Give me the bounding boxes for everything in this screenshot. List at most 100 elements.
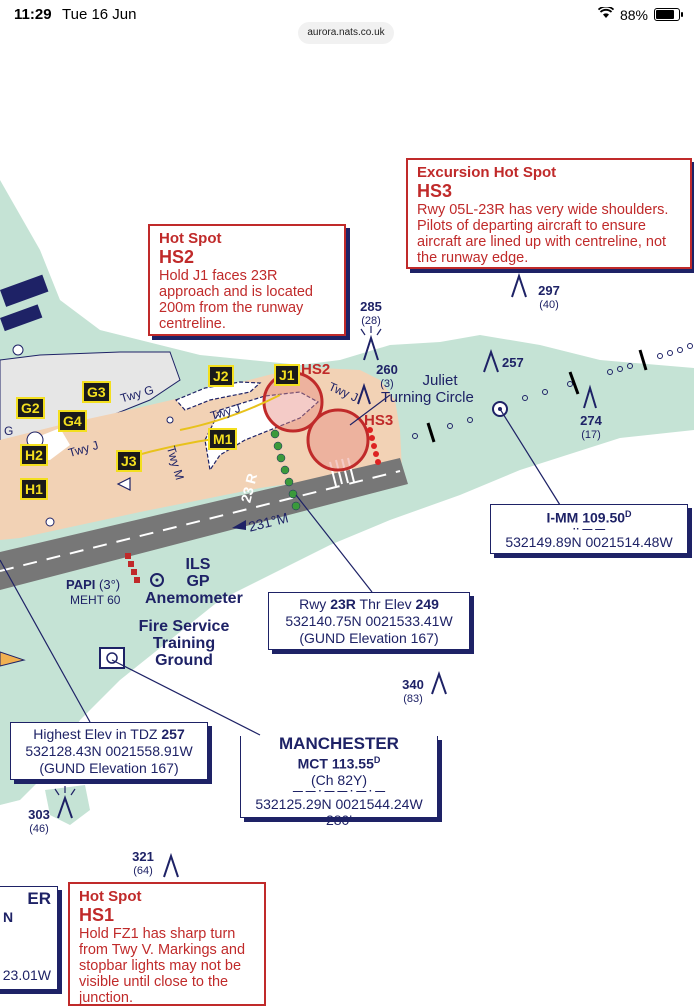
obstacle-elev: 257	[502, 355, 524, 370]
thr23r-coords: 532140.75N 0021533.41W	[285, 613, 453, 629]
obstacle-agl: (40)	[539, 299, 559, 311]
partial-coords: 23.01W	[2, 967, 51, 983]
hotspot-hs3-box[interactable]: Excursion Hot Spot HS3 Rwy 05L-23R has v…	[406, 158, 692, 269]
taxiway-sign-label: G3	[82, 381, 111, 403]
fire-training-label: Fire Service Training Ground	[130, 618, 238, 669]
wind-sock-marker	[0, 651, 26, 667]
leader-lines	[0, 394, 561, 736]
ils-label: ILS	[185, 556, 211, 573]
status-time: 11:29	[14, 6, 52, 23]
green-lights	[270, 429, 301, 511]
papi-label: PAPI (3°)	[66, 577, 120, 592]
taxiway-sign-label: J1	[274, 364, 300, 386]
mct-bearing: 280'	[325, 811, 353, 828]
runway-05l-23r	[0, 458, 408, 590]
hotspot-hs1-line: Hold FZ1 has sharp turn	[79, 926, 236, 942]
mct-info-box[interactable]: MANCHESTER MCT 113.55D (Ch 82Y) — — · — …	[240, 735, 438, 828]
meht-label: MEHT 60	[70, 593, 121, 607]
anemometer-label: Anemometer	[145, 590, 243, 607]
taxiway-sign-label: G4	[58, 410, 87, 432]
taxiway-sign[interactable]: H2	[20, 444, 48, 466]
lit-obstacle-rays	[54, 326, 382, 796]
obstacle-agl: (46)	[29, 823, 49, 835]
hotspot-hs1-line: junction.	[79, 990, 134, 1006]
hotspot-hs2-line: Hold J1 faces 23R	[159, 268, 278, 284]
hotspot-hs2-box[interactable]: Hot Spot HS2 Hold J1 faces 23R approach …	[148, 224, 346, 336]
obstacle-elev: 260	[376, 362, 398, 377]
obstacle-symbols	[57, 272, 597, 878]
hotspot-hs1-line: visible until close to the	[79, 974, 229, 990]
url-text: aurora.nats.co.uk	[307, 27, 385, 38]
hotspot-hs1-title: Hot Spot	[79, 888, 142, 905]
obstacle-agl: (64)	[133, 865, 153, 877]
hotspot-hs1-line: from Twy V. Markings and	[79, 942, 246, 958]
mct-coords: 532125.29N 0021544.24W	[255, 795, 423, 812]
obstacle-label: 297(40)	[534, 284, 564, 312]
hotspot-hs2-line: centreline.	[159, 316, 226, 332]
thr23r-info-box[interactable]: Rwy 23R Thr Elev 249 532140.75N 0021533.…	[268, 592, 470, 650]
partial-info-box[interactable]: ER N 23.01W	[0, 886, 58, 990]
status-bar: 11:29 Tue 16 Jun 88%	[0, 0, 694, 28]
taxiway-sign[interactable]: G3	[82, 381, 111, 403]
battery-fill	[656, 10, 674, 19]
papi-angle: (3°)	[99, 577, 121, 592]
taxiway-sign[interactable]: H1	[20, 478, 48, 500]
tdz-info-box[interactable]: Highest Elev in TDZ 257 532128.43N 00215…	[10, 722, 208, 780]
ils-gp-dot	[155, 578, 159, 582]
url-bar[interactable]: aurora.nats.co.uk	[298, 22, 394, 44]
obstacle-elev: 297	[538, 283, 560, 298]
mct-vor-symbol[interactable]	[99, 647, 125, 669]
gp-label: GP	[186, 573, 210, 590]
taxiway-sign[interactable]: J3	[116, 450, 142, 472]
taxiway-sign[interactable]: J1	[274, 364, 300, 386]
hotspot-hs3-line: Pilots of departing aircraft to ensure	[417, 218, 646, 234]
status-date: Tue 16 Jun	[62, 6, 137, 23]
taxiway-sign[interactable]: G2	[16, 397, 45, 419]
papi-lights	[125, 553, 140, 583]
obstacle-label: 274(17)	[576, 414, 606, 442]
runway-centreline	[0, 470, 401, 572]
battery-icon	[654, 8, 683, 21]
hotspot-hs1-id: HS1	[79, 905, 115, 925]
hs3-map-label: HS3	[364, 412, 394, 429]
obstacle-label: 340(83)	[398, 678, 428, 706]
hotspot-hs1-box[interactable]: Hot Spot HS1 Hold FZ1 has sharp turn fro…	[68, 882, 266, 1006]
hotspot-hs3-circle[interactable]	[306, 408, 370, 472]
ils-gp-symbol[interactable]	[150, 573, 164, 587]
obstacle-elev: 321	[132, 849, 154, 864]
fire-label-1: Fire Service	[138, 618, 230, 635]
obstacle-label: 303(46)	[24, 808, 54, 836]
obstacle-elev: 274	[580, 413, 602, 428]
hotspot-hs2-title: Hot Spot	[159, 230, 222, 247]
wifi-icon	[597, 5, 615, 23]
battery-percent: 88%	[619, 6, 648, 23]
hotspot-hs2-line: 200m from the runway	[159, 300, 304, 316]
approach-lights	[412, 343, 693, 439]
mct-name: MANCHESTER	[275, 735, 403, 752]
obstacle-elev: 285	[360, 299, 382, 314]
status-right: 88%	[597, 5, 683, 23]
juliet-label: Juliet	[422, 372, 458, 389]
obstacle-agl: (17)	[581, 429, 601, 441]
thr23r-rwy: 23R	[330, 596, 356, 612]
imm-info-box[interactable]: I-MM 109.50D ·· — — 532149.89N 0021514.4…	[490, 504, 688, 554]
fire-label-2: Training	[152, 635, 216, 652]
hotspot-hs3-line: the runway edge.	[417, 250, 529, 266]
taxi-lines	[179, 394, 281, 431]
imm-coords: 532149.89N 0021514.48W	[505, 533, 673, 550]
taxiway-sign[interactable]: G4	[58, 410, 87, 432]
taxiway-island	[204, 391, 320, 472]
hotspot-hs1-line: stopbar lights may not be	[79, 958, 242, 974]
thr23r-mid: Thr Elev	[355, 596, 416, 612]
imm-title: I-MM 109.50	[546, 509, 626, 526]
taxiway-sign[interactable]: J2	[208, 365, 234, 387]
approach-bars	[426, 349, 648, 443]
taxiway-sign-label: H1	[20, 478, 48, 500]
mct-morse: — — · — — · — · —	[292, 785, 386, 797]
taxiway-sign[interactable]: M1	[208, 428, 238, 450]
red-stopbar-lights	[367, 427, 381, 465]
hotspot-hs3-title: Excursion Hot Spot	[417, 164, 557, 181]
hotspot-hs3-id: HS3	[417, 181, 453, 201]
obstacle-elev: 303	[28, 807, 50, 822]
